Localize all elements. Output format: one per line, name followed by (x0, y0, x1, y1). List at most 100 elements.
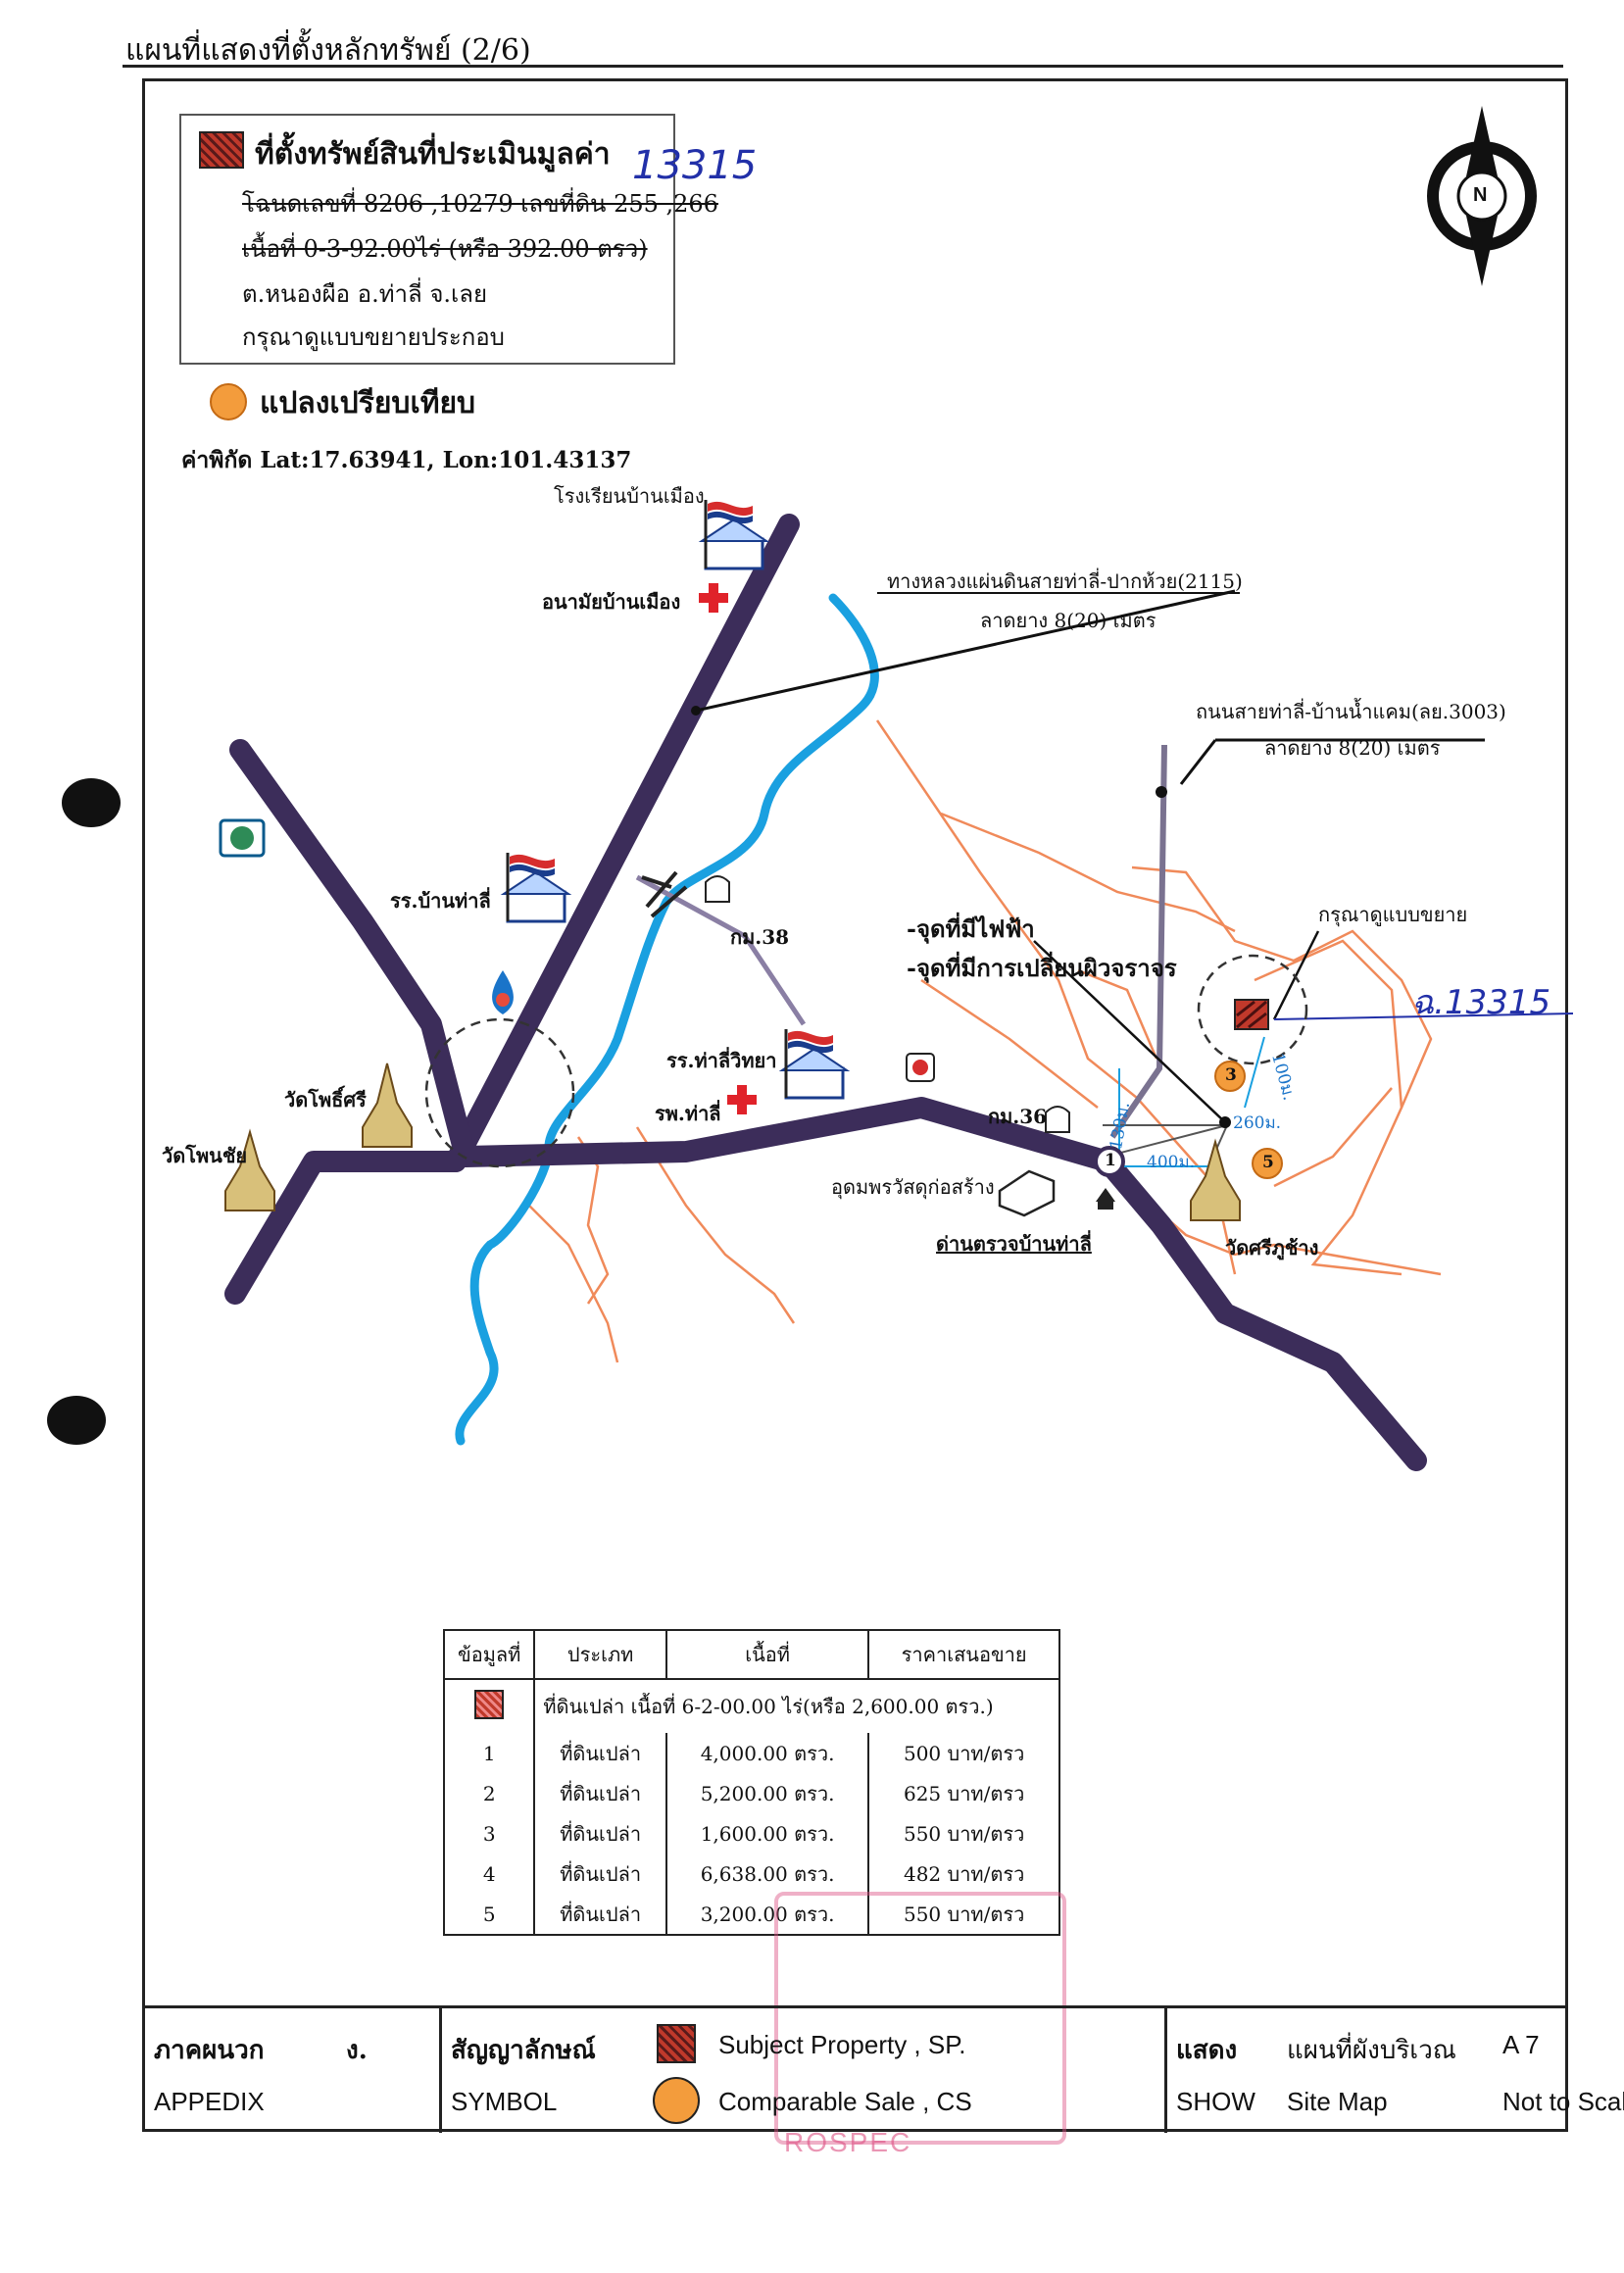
cell-price: 500 บาท/ตรว (867, 1733, 1060, 1773)
table-header: ประเภท (533, 1629, 667, 1680)
label-hospital-thali: รพ.ท่าลี่ (655, 1102, 721, 1125)
handwritten-deed-number: 13315 (632, 143, 758, 188)
hospital-crosses (699, 583, 757, 1114)
table-subject-row: ที่ดินเปล่า เนื้อที่ 6-2-00.00 ไร่(หรือ … (442, 1679, 1060, 1733)
symbol-th: สัญญาลักษณ์ (451, 2036, 596, 2065)
location-line: ต.หนองผือ อ.ท่าลี่ จ.เลย (242, 280, 488, 308)
cell-type: ที่ดินเปล่า (533, 1773, 667, 1813)
gas-station-icon (219, 818, 266, 858)
see-enlarged-note: กรุณาดูแบบขยายประกอบ (242, 323, 505, 351)
label-surface-change: -จุดที่มีการเปลี่ยนผิวจราจร (907, 954, 1177, 982)
map-frame (142, 78, 1568, 2132)
label-road-3003-surface: ลาดยาง 8(20) เมตร (1264, 736, 1441, 760)
label-north: N (1473, 184, 1488, 206)
river (455, 593, 879, 1446)
area-line: เนื้อที่ 0-3-92.00ไร่ (หรือ 392.00 ตรว) (242, 235, 648, 263)
coordinates: ค่าพิกัด Lat:17.63941, Lon:101.43137 (181, 447, 632, 473)
appendix-en: APPEDIX (154, 2087, 265, 2116)
bridge-icon (641, 870, 688, 918)
label-wat-phothisi: วัดโพธิ์ศรี (284, 1088, 367, 1112)
table-header: ข้อมูลที่ (442, 1629, 536, 1680)
legend-box: ที่ตั้งทรัพย์สินที่ประเมินมูลค่า โฉนดเลข… (179, 114, 718, 365)
cell-price: 625 บาท/ตรว (867, 1773, 1060, 1813)
punch-hole-bottom (47, 1396, 106, 1445)
label-power-point: -จุดที่มีไฟฟ้า (907, 914, 1035, 943)
footer-block: ภาคผนวก ง. APPEDIX สัญญาลักษณ์ SYMBOL Su… (142, 2005, 1624, 2136)
deed-line: โฉนดเลขที่ 8206 ,10279 เลขที่ดิน 255 ,26… (242, 190, 718, 218)
comparable-table: ข้อมูลที่ ประเภท เนื้อที่ ราคาเสนอขาย ที… (442, 1629, 1060, 1936)
label-km36: กม.36 (988, 1105, 1048, 1128)
building-icon (998, 1169, 1056, 1217)
minor-roads (528, 719, 1442, 1363)
show-th: แสดง (1176, 2036, 1238, 2065)
subject-title: ที่ตั้งทรัพย์สินที่ประเมินมูลค่า (255, 137, 611, 172)
marker-3 (1214, 1061, 1246, 1092)
marker-1 (1094, 1146, 1125, 1177)
label-wat-sriphuchang: วัดศรีภูช้าง (1225, 1236, 1319, 1260)
checkpoint-icon (1096, 1188, 1115, 1210)
subject-en: Subject Property , SP. (718, 2030, 966, 2059)
label-highway-2115: ทางหลวงแผ่นดินสายท่าลี่-ปากห้วย(2115) (887, 569, 1243, 593)
junction-highlight (424, 1017, 575, 1168)
table-header: ราคาเสนอขาย (867, 1629, 1060, 1680)
cell-type: ที่ดินเปล่า (533, 1733, 667, 1773)
footer-appendix-cell: ภาคผนวก ง. APPEDIX (142, 2008, 442, 2133)
handwritten-parcel-number: ฉ.13315 (1411, 983, 1551, 1022)
punch-hole-top (62, 778, 121, 827)
map-en: Site Map (1287, 2087, 1388, 2116)
stamp-text: ROSPEC (784, 2127, 912, 2157)
school-icons (500, 500, 851, 1100)
page-title: แผนที่แสดงที่ตั้งหลักทรัพย์ (2/6) (125, 33, 531, 68)
label-km38: กม.38 (730, 925, 790, 949)
subject-property-icon (474, 1689, 505, 1719)
fuel-drop-icon (492, 970, 514, 1014)
cell-area: 1,600.00 ตรว. (664, 1813, 870, 1853)
label-see-enlarged: กรุณาดูแบบขยาย (1318, 903, 1468, 926)
cell-area: 4,000.00 ตรว. (664, 1733, 870, 1773)
table-row: 1 ที่ดินเปล่า 4,000.00 ตรว. 500 บาท/ตรว (442, 1733, 1060, 1773)
cell-no: 2 (442, 1773, 536, 1813)
footer-show-cell: แสดง SHOW แผนที่ผังบริเวณ Site Map A 7 N… (1164, 2008, 1624, 2133)
table-row: 2 ที่ดินเปล่า 5,200.00 ตรว. 625 บาท/ตรว (442, 1773, 1060, 1813)
cell-type: ที่ดินเปล่า (533, 1813, 667, 1853)
label-marker-5: 5 (1262, 1153, 1274, 1172)
table-row: 5 ที่ดินเปล่า 3,200.00 ตรว. 550 บาท/ตรว (442, 1894, 1060, 1936)
cell-no: 3 (442, 1813, 536, 1853)
show-en: SHOW (1176, 2087, 1255, 2116)
label-wat-ponchai: วัดโพนชัย (162, 1144, 248, 1167)
km-post-icons (705, 875, 1070, 1133)
table-subject-text: ที่ดินเปล่า เนื้อที่ 6-2-00.00 ไร่(หรือ … (534, 1679, 1060, 1733)
label-marker-3: 3 (1225, 1065, 1237, 1085)
label-school-thaliwitthaya: รร.ท่าลี่วิทยา (666, 1049, 777, 1072)
comparable-en: Comparable Sale , CS (718, 2087, 972, 2116)
comparable-title: แปลงเปรียบเทียบ (260, 386, 476, 420)
label-dist-400: 400ม. (1147, 1153, 1196, 1172)
cell-price: 550 บาท/ตรว (867, 1894, 1060, 1936)
map-th: แผนที่ผังบริเวณ (1287, 2035, 1456, 2064)
comparable-icon (653, 2077, 700, 2124)
temple-icons (224, 1062, 1241, 1221)
cell-no: 5 (442, 1894, 536, 1936)
badge-icon (906, 1053, 935, 1082)
comparable-icon (210, 383, 247, 420)
marker-5 (1252, 1148, 1283, 1179)
company-stamp (774, 1892, 1066, 2145)
table-row: 3 ที่ดินเปล่า 1,600.00 ตรว. 550 บาท/ตรว (442, 1813, 1060, 1853)
label-school-thali: รร.บ้านท่าลี่ (390, 889, 491, 913)
label-dist-260: 260ม. (1233, 1113, 1282, 1133)
cell-type: ที่ดินเปล่า (533, 1853, 667, 1894)
subject-property-icon (199, 131, 244, 169)
scale-note: Not to Scale. (1502, 2087, 1624, 2116)
label-highway-2115-surface: ลาดยาง 8(20) เมตร (980, 609, 1156, 632)
appendix-th: ภาคผนวก (154, 2036, 265, 2065)
label-underline-2115 (877, 592, 1240, 594)
symbol-en: SYMBOL (451, 2087, 558, 2116)
cell-area: 5,200.00 ตรว. (664, 1773, 870, 1813)
label-road-3003: ถนนสายท่าลี่-บ้านน้ำแคม(ลย.3003) (1196, 700, 1506, 723)
table-row: 4 ที่ดินเปล่า 6,638.00 ตรว. 482 บาท/ตรว (442, 1853, 1060, 1894)
subject-highlight (1197, 954, 1308, 1065)
label-health-banmueang: อนามัยบ้านเมือง (542, 590, 681, 614)
cell-type: ที่ดินเปล่า (533, 1894, 667, 1936)
footer-symbol-cell: สัญญาลักษณ์ SYMBOL Subject Property , SP… (439, 2008, 1167, 2133)
